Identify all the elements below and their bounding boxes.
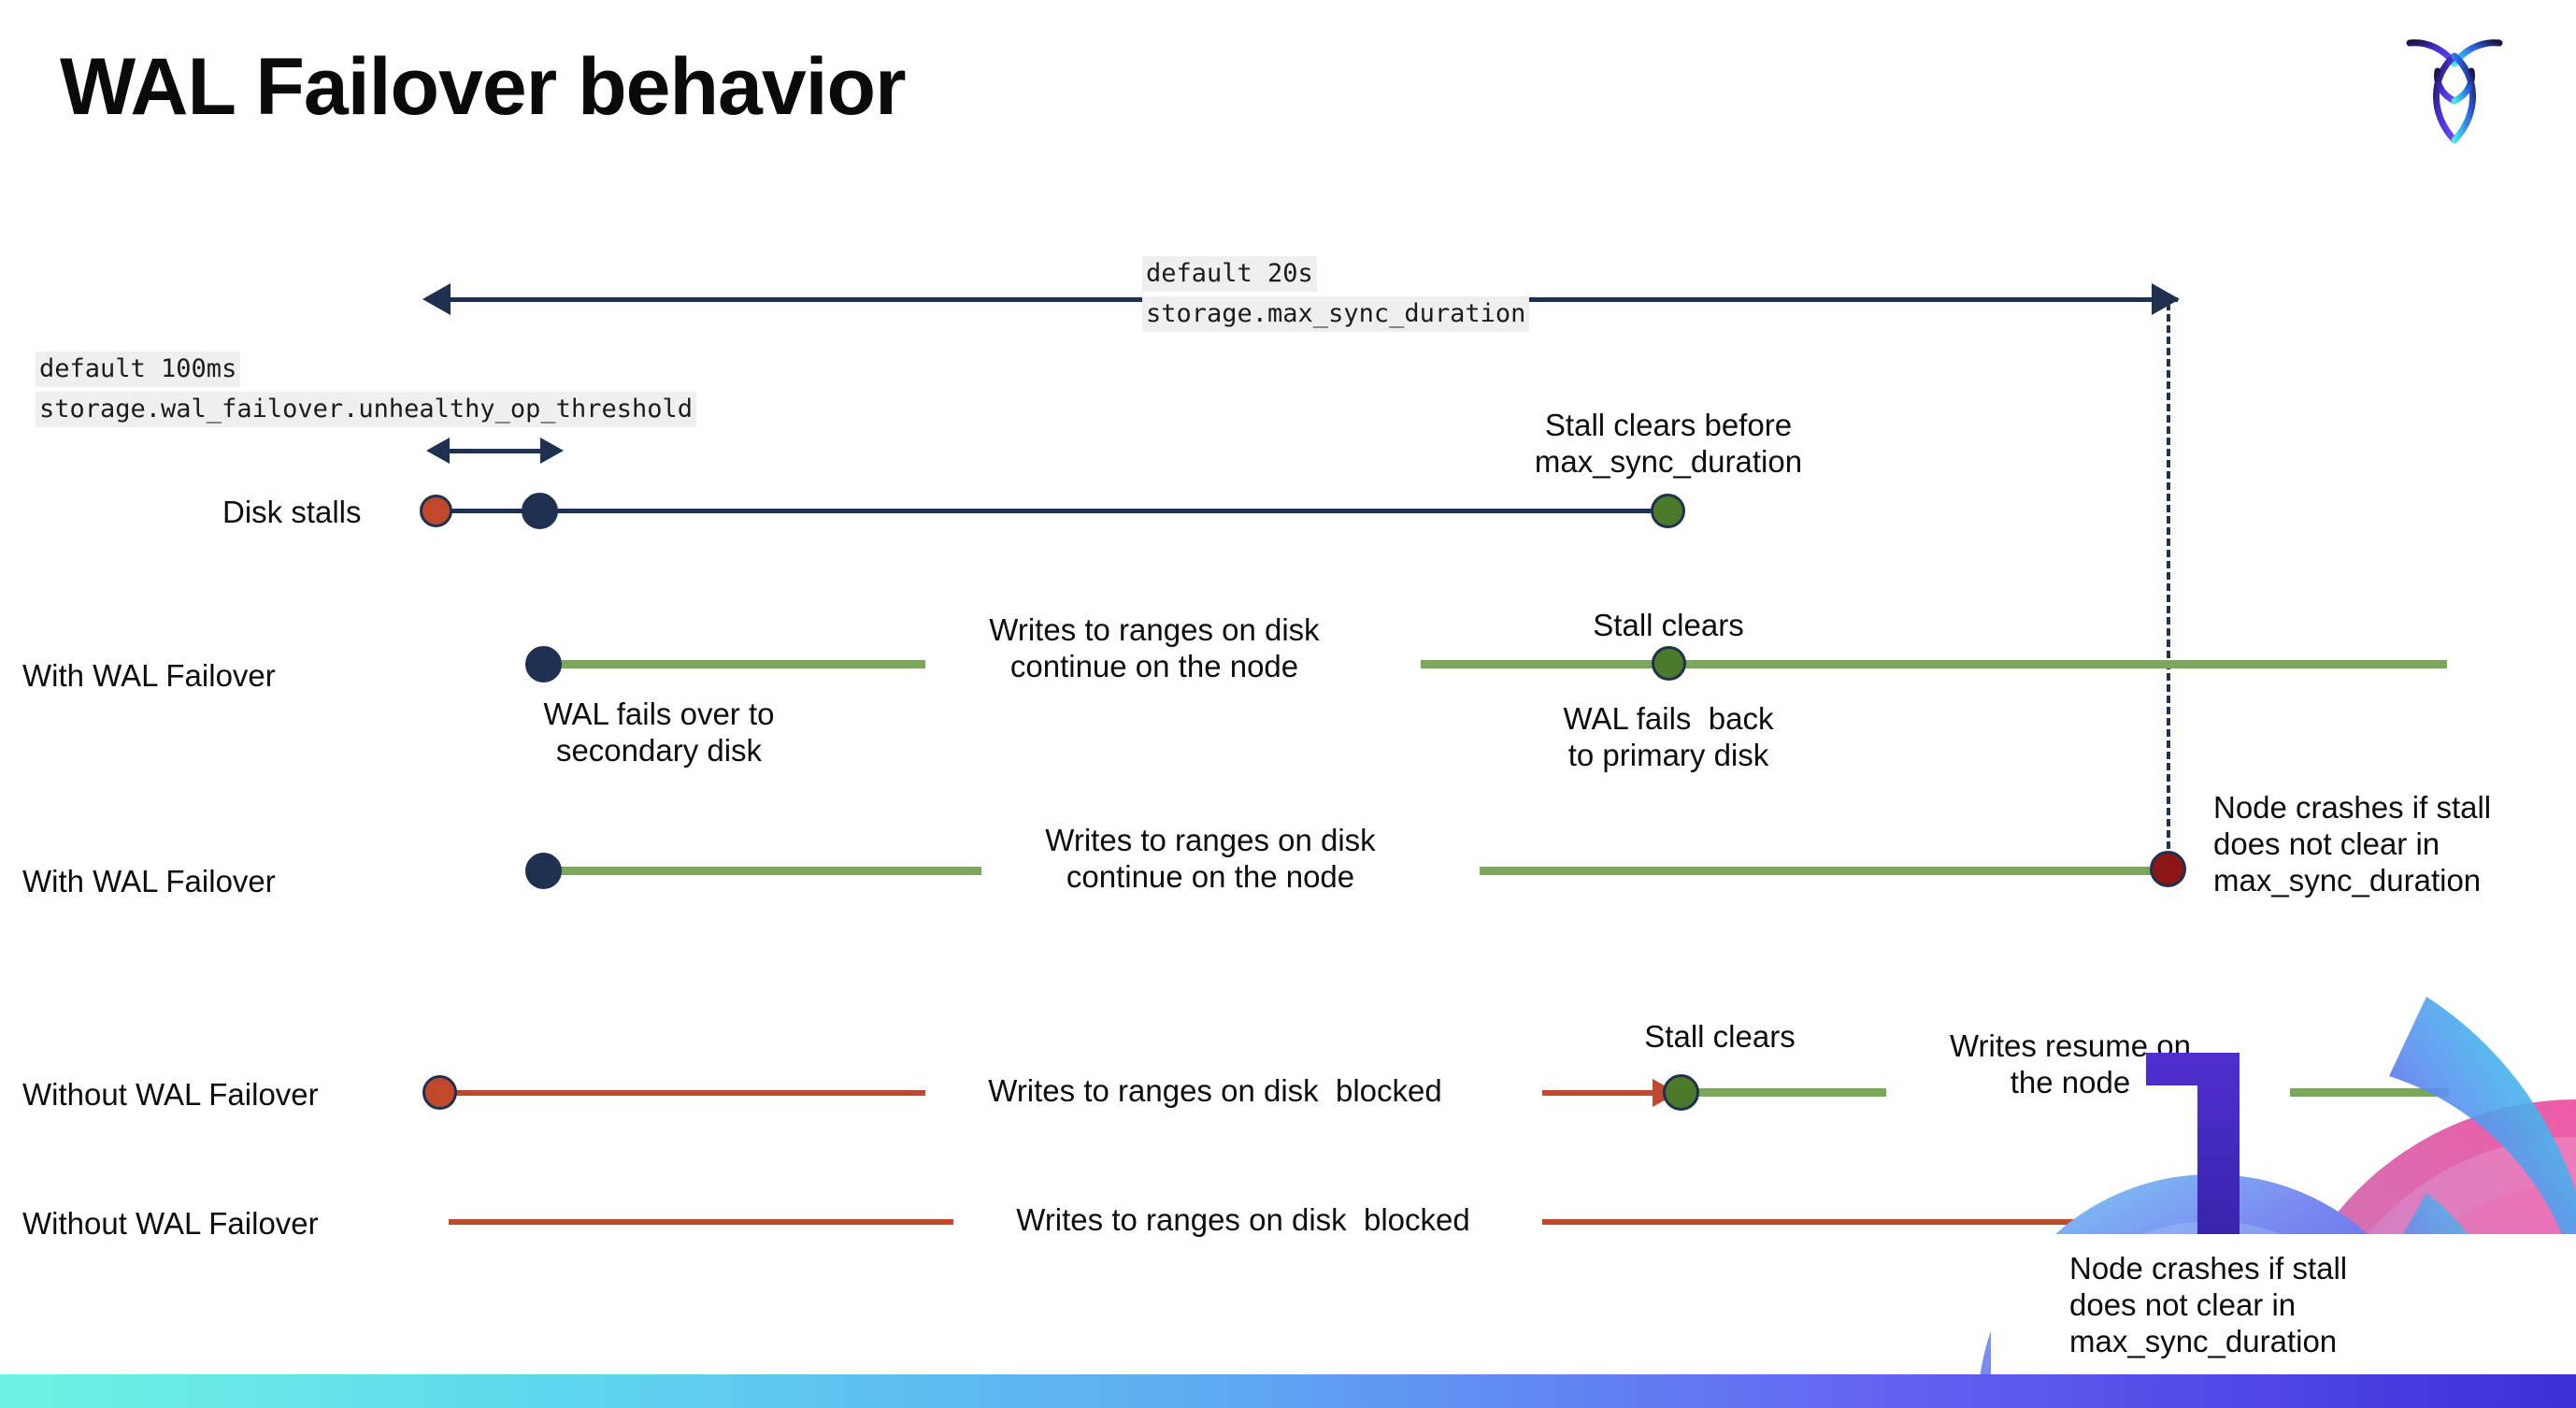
without-wal-2-crash-note: Node crashes if stall does not clear in …	[2069, 1251, 2348, 1358]
without-wal-1-resume-segment-far	[2290, 1088, 2449, 1097]
without-wal-1-blocked-right	[1542, 1090, 1664, 1096]
page-title: WAL Failover behavior	[60, 42, 907, 132]
max-sync-left-arrowhead	[422, 283, 451, 315]
without-wal-2-blocked-right	[1542, 1219, 2159, 1225]
max-sync-right-arrowhead	[2152, 283, 2180, 315]
disk-stalls-timeline	[437, 509, 1667, 513]
row-label-with-wal-failover-1: With WAL Failover	[22, 658, 276, 693]
wal-failover-1-clear-note: Stall clears	[1593, 608, 1744, 642]
disk-stalls-start-dot	[420, 495, 452, 527]
threshold-right-arrowhead	[540, 438, 564, 464]
without-wal-2-blocked-left	[449, 1219, 953, 1225]
unhealthy-threshold-default-chip: default 100ms	[36, 352, 241, 387]
without-wal-1-blocked-left	[439, 1090, 925, 1096]
max-sync-dashed-guide	[2167, 303, 2170, 883]
wal-failover-1-end-note: WAL fails back to primary disk	[1563, 701, 1774, 772]
without-wal-2-blocked-note: Writes to ranges on disk blocked	[1016, 1202, 1470, 1237]
wal-failover-2-segment-right	[1480, 867, 2171, 875]
wal-failover-2-start-dot	[525, 853, 562, 889]
unhealthy-threshold-setting-chip: storage.wal_failover.unhealthy_op_thresh…	[36, 392, 696, 427]
wal-failover-2-crash-note: Node crashes if stall does not clear in …	[2213, 790, 2492, 898]
row-label-disk-stalls: Disk stalls	[222, 495, 362, 529]
threshold-arrow-shaft	[447, 449, 542, 453]
wal-failover-2-segment-left	[542, 867, 981, 875]
without-wal-1-blocked-note: Writes to ranges on disk blocked	[988, 1073, 1442, 1108]
threshold-left-arrowhead	[426, 438, 450, 464]
without-wal-1-resume-note: Writes resume on the node	[1950, 1028, 2191, 1099]
max-sync-setting-chip: storage.max_sync_duration	[1142, 296, 1530, 332]
wal-failover-1-start-note: WAL fails over to secondary disk	[543, 697, 775, 768]
wal-failover-1-start-dot	[525, 646, 562, 682]
crash-callout-card: Node crashes if stall does not clear in …	[1991, 1234, 2576, 1384]
max-sync-default-chip: default 20s	[1142, 256, 1317, 292]
disk-stalls-failover-dot	[522, 493, 558, 529]
bottom-gradient-bar	[0, 1374, 2576, 1408]
wal-failover-1-clear-dot	[1652, 646, 1686, 681]
wal-failover-2-middle-note: Writes to ranges on disk continue on the…	[1045, 823, 1376, 894]
disk-stalls-clear-dot	[1651, 494, 1685, 528]
wal-failover-1-segment-left	[542, 660, 925, 668]
wal-failover-1-segment-right	[1421, 660, 2447, 668]
without-wal-1-resume-segment	[1682, 1088, 1886, 1097]
row-label-without-wal-failover-1: Without WAL Failover	[22, 1077, 319, 1112]
cockroachdb-logo-icon	[2398, 22, 2511, 153]
wal-failover-2-crash-dot	[2150, 851, 2186, 887]
without-wal-1-clear-dot	[1663, 1074, 1699, 1111]
without-wal-1-start-dot	[422, 1075, 457, 1110]
disk-stalls-clear-note: Stall clears before max_sync_duration	[1534, 408, 1803, 479]
row-label-without-wal-failover-2: Without WAL Failover	[22, 1206, 319, 1241]
without-wal-1-clear-note: Stall clears	[1644, 1019, 1796, 1054]
row-label-with-wal-failover-2: With WAL Failover	[22, 864, 276, 898]
wal-failover-1-middle-note: Writes to ranges on disk continue on the…	[989, 612, 1320, 683]
